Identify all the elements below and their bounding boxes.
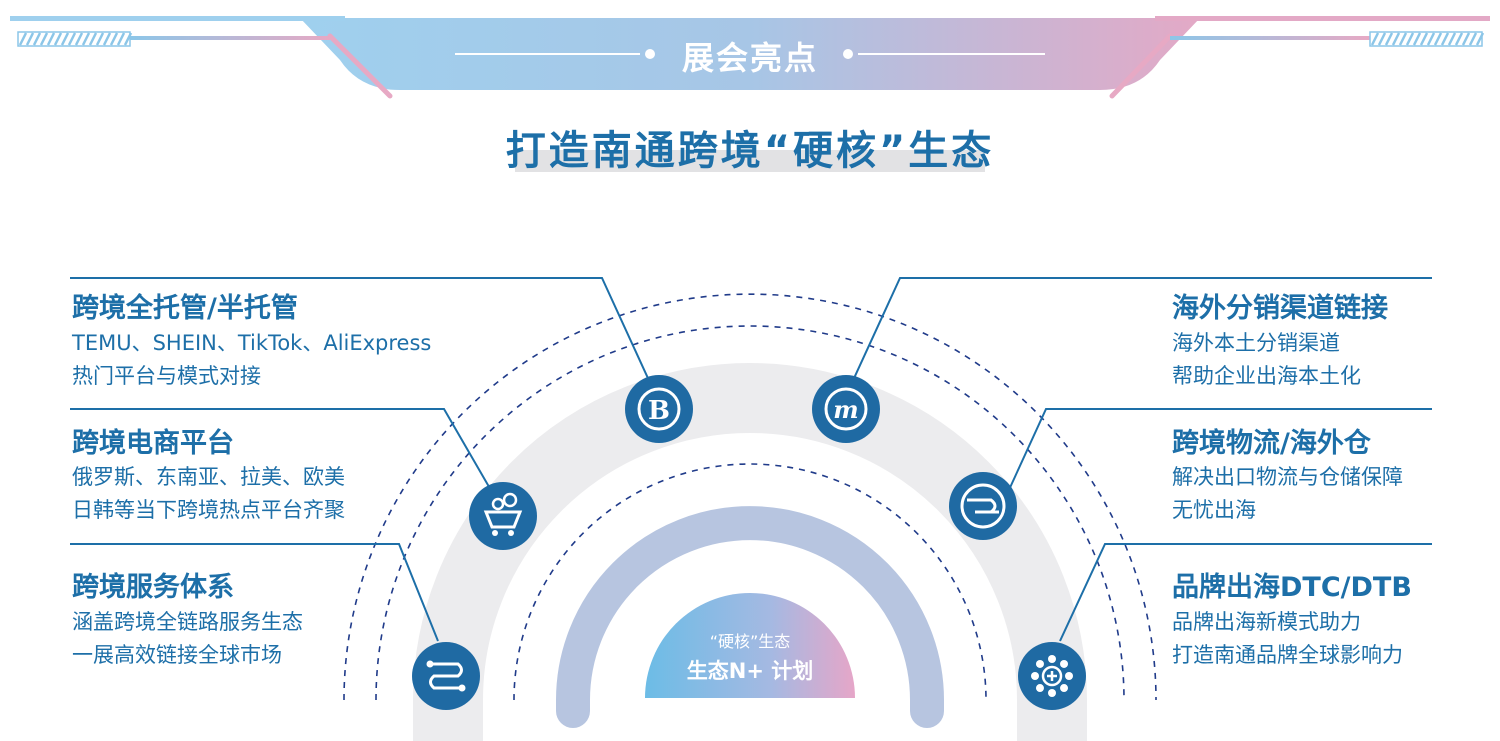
connector-left-3 [70,543,439,642]
left-stripe-pattern [17,31,131,47]
left-block-2-title: 跨境电商平台 [72,428,234,459]
connector-right-1 [849,277,1432,388]
outer-dashed-arc [343,293,1157,701]
gray-band-arc [413,363,1087,741]
connector-lines [70,277,1432,642]
left-block-3-line-1: 涵盖跨境全链路服务生态 [72,610,303,634]
title-underline [515,150,985,172]
right-block-1-line-2: 帮助企业出海本土化 [1172,364,1361,388]
banner-title: 展会亮点 [681,39,818,77]
right-block-1-line-1: 海外本土分销渠道 [1172,331,1340,355]
second-dashed-arc [375,325,1125,701]
top-banner [10,16,1490,99]
left-block-3-title: 跨境服务体系 [72,572,234,603]
svg-text:m: m [833,395,858,424]
center-label-small: “硬核”生态 [709,632,791,651]
right-block-3-line-2: 打造南通品牌全球影响力 [1172,643,1403,667]
connector-right-3 [1059,543,1432,642]
page-title: 打造南通跨境“硬核”生态 [505,128,995,174]
connector-left-2 [70,408,493,493]
inner-solid-arc [556,506,944,728]
center-label-big: 生态N+ 计划 [686,659,814,683]
right-block-3-title: 品牌出海DTC/DTB [1172,572,1412,603]
inner-dashed-arc [513,463,987,701]
arc-group [343,293,1157,741]
center-half-disc [645,593,855,698]
mine-cart-icon [469,482,537,550]
connector-left-1 [70,277,653,388]
right-block-2-line-2: 无忧出海 [1172,498,1256,522]
left-block-1-title: 跨境全托管/半托管 [72,293,298,324]
right-stripe-pattern [1369,31,1483,47]
m-logo-icon: m [812,375,880,443]
left-block-3-line-2: 一展高效链接全球巿场 [72,643,282,667]
connector-right-2 [1007,408,1432,493]
route-icon [412,642,480,710]
right-block-3-line-1: 品牌出海新模式助力 [1172,610,1361,634]
b-coin-icon: B [625,375,693,443]
right-block-1-title: 海外分销渠道链接 [1172,293,1388,324]
svg-text:B: B [648,396,670,426]
right-block-2-title: 跨境物流/海外仓 [1172,428,1371,459]
left-block-2-line-2: 日韩等当下跨境热点平台齐聚 [72,498,345,522]
gear-plus-icon [1018,642,1086,710]
logistics-swirl-icon [949,472,1017,540]
left-block-1-line-1: TEMU、SHEIN、TikTok、AliExpress [72,331,432,355]
left-block-2-line-1: 俄罗斯、东南亚、拉美、欧美 [72,465,345,489]
right-block-2-line-1: 解决出口物流与仓储保障 [1172,465,1403,489]
left-block-1-line-2: 热门平台与模式对接 [72,364,261,388]
